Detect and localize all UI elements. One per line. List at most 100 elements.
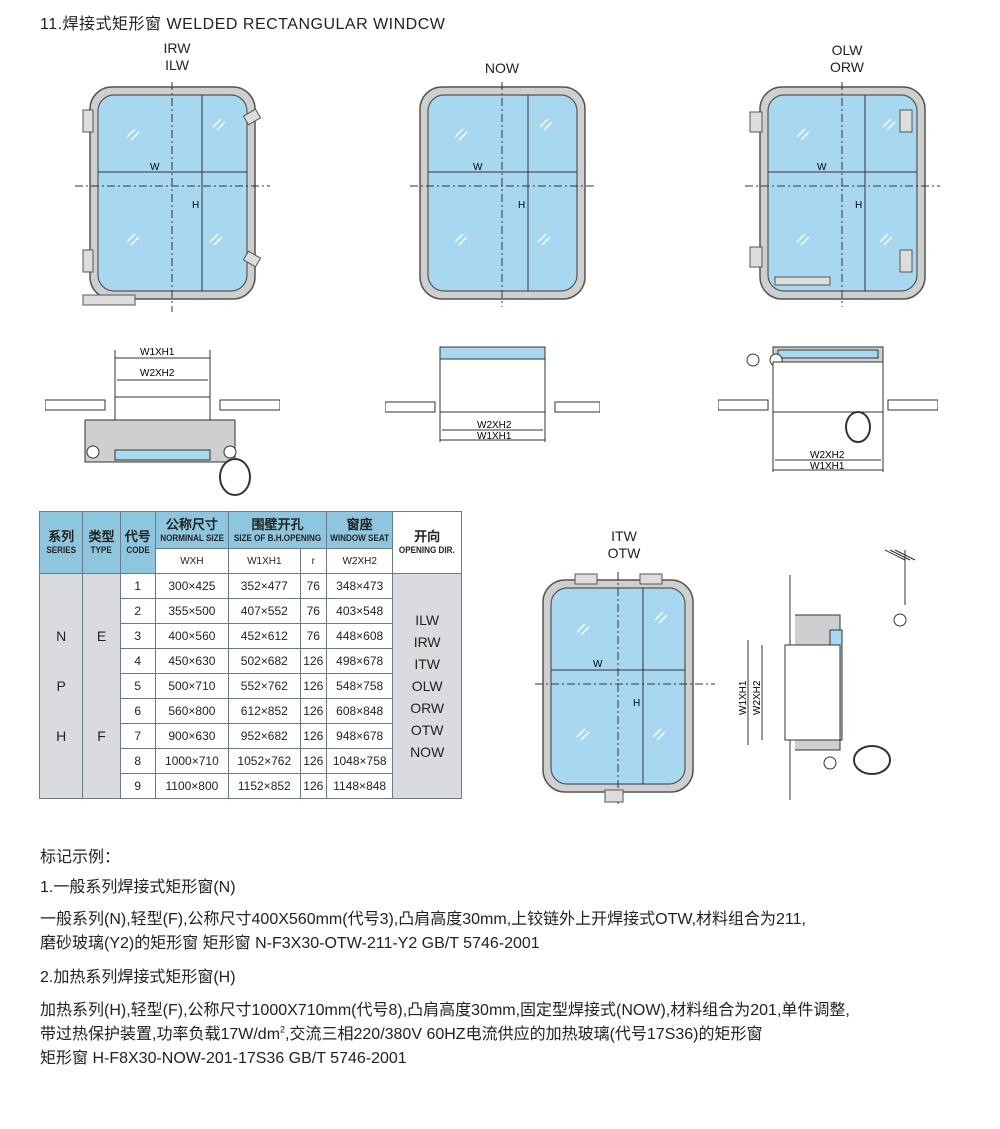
w-dimension-label: W <box>817 162 827 173</box>
cell-size: 900×630 <box>154 723 230 749</box>
subheader-w2xh2: W2XH2 <box>326 548 394 574</box>
subheader-r: r <box>299 548 328 574</box>
cell-seat: 548×758 <box>326 673 394 699</box>
cell-seat: 448×608 <box>326 623 394 649</box>
w-dimension-label: W <box>150 162 160 173</box>
example-2-line-2: 带过热保护装置,功率负载17W/dm2,交流三相220/380V 60HZ电流供… <box>40 1020 763 1044</box>
cell-seat: 1048×758 <box>326 748 394 774</box>
cell-seat: 1148×848 <box>326 773 394 799</box>
label-irw-ilw: IRW ILW <box>155 40 199 74</box>
cell-code: 7 <box>119 723 156 749</box>
section-diagram-olw-orw: W2XH2 W1XH1 <box>718 346 938 472</box>
w2xh2-label: W2XH2 <box>752 680 763 715</box>
window-diagram-now: W H <box>410 82 595 307</box>
cell-seat: 403×548 <box>326 598 394 624</box>
w-dimension-label: W <box>593 659 603 670</box>
h-dimension-label: H <box>518 200 525 211</box>
w1xh1-label: W1XH1 <box>810 461 845 472</box>
cell-opening: 352×477 <box>228 573 301 599</box>
label-orw: ORW <box>830 59 864 75</box>
subheader-wxh: WXH <box>154 548 230 574</box>
w1xh1-label: W1XH1 <box>140 347 175 358</box>
cell-seat: 948×678 <box>326 723 394 749</box>
section-diagram-now: W2XH2 W1XH1 <box>385 346 600 442</box>
section-diagram-irw-ilw: W1XH1 W2XH2 <box>45 347 280 496</box>
cell-opening: 452×612 <box>228 623 301 649</box>
h-dimension-label: H <box>633 698 640 709</box>
example-2-line-1: 加热系列(H),轻型(F),公称尺寸1000X710mm(代号8),凸肩高度30… <box>40 1002 850 1019</box>
cell-r: 126 <box>299 748 328 774</box>
direction-item: ILW <box>415 612 440 628</box>
notes-heading: 标记示例： <box>40 849 121 866</box>
direction-item: ORW <box>410 700 445 716</box>
cell-opening: 552×762 <box>228 673 301 699</box>
cell-code: 3 <box>119 623 156 649</box>
w2xh2-label: W2XH2 <box>140 368 175 379</box>
cell-size: 1100×800 <box>154 773 230 799</box>
direction-item: NOW <box>410 744 445 760</box>
label-ilw: ILW <box>165 57 189 73</box>
h-dimension-label: H <box>192 200 199 211</box>
example-1-line-2: 磨砂玻璃(Y2)的矩形窗 矩形窗 N-F3X30-OTW-211-Y2 GB/T… <box>40 935 540 952</box>
cell-size: 300×425 <box>154 573 230 599</box>
type-item: F <box>97 728 106 744</box>
w1xh1-label: W1XH1 <box>738 680 749 715</box>
cell-seat: 498×678 <box>326 648 394 674</box>
cell-code: 4 <box>119 648 156 674</box>
cell-size: 400×560 <box>154 623 230 649</box>
cell-seat: 608×848 <box>326 698 394 724</box>
cell-code: 2 <box>119 598 156 624</box>
cell-r: 126 <box>299 698 328 724</box>
direction-item: ITW <box>414 656 440 672</box>
direction-item: OTW <box>410 722 444 738</box>
example-1-title: 1.一般系列焊接式矩形窗(N) <box>40 879 236 896</box>
label-olw: OLW <box>831 42 863 58</box>
cell-size: 355×500 <box>154 598 230 624</box>
cell-opening: 407×552 <box>228 598 301 624</box>
superscript: 2 <box>280 1024 286 1035</box>
direction-item: OLW <box>411 678 443 694</box>
cell-r: 126 <box>299 673 328 699</box>
cell-code: 5 <box>119 673 156 699</box>
cell-r: 76 <box>299 573 328 599</box>
w2xh2-label: W2XH2 <box>810 450 845 461</box>
cell-r: 126 <box>299 723 328 749</box>
cell-code: 8 <box>119 748 156 774</box>
example-2-title: 2.加热系列焊接式矩形窗(H) <box>40 969 236 986</box>
label-itw-otw: ITW OTW <box>602 528 646 562</box>
cell-code: 9 <box>119 773 156 799</box>
cell-opening: 952×682 <box>228 723 301 749</box>
subheader-w1xh1: W1XH1 <box>228 548 301 574</box>
cell-r: 76 <box>299 623 328 649</box>
cell-size: 560×800 <box>154 698 230 724</box>
label-otw: OTW <box>607 545 641 561</box>
cell-seat: 348×473 <box>326 573 394 599</box>
direction-item: IRW <box>413 634 441 650</box>
cell-size: 500×710 <box>154 673 230 699</box>
cell-opening: 612×852 <box>228 698 301 724</box>
example-2-line-2b: ,交流三相220/380V 60HZ电流供应的加热玻璃(代号17S36)的矩形窗 <box>285 1026 763 1043</box>
cell-code: 1 <box>119 573 156 599</box>
w1xh1-label: W1XH1 <box>477 431 512 442</box>
window-diagram-itw-otw: W H <box>535 572 715 807</box>
cell-size: 450×630 <box>154 648 230 674</box>
w2xh2-label: W2XH2 <box>477 420 512 431</box>
cell-code: 6 <box>119 698 156 724</box>
cell-r: 76 <box>299 598 328 624</box>
label-itw: ITW <box>611 528 637 544</box>
